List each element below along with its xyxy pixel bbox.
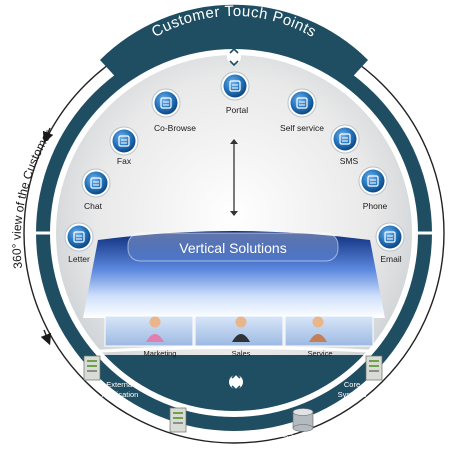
touchpoint-label: Self service	[280, 123, 324, 133]
backend-label: External	[106, 380, 134, 389]
touchpoint-label: Co-Browse	[154, 123, 196, 133]
touchpoint-label: Phone	[363, 201, 388, 211]
touchpoint-label: Letter	[68, 254, 90, 264]
touchpoint-label: SMS	[340, 156, 359, 166]
self-service-icon[interactable]	[287, 88, 317, 118]
marketing-person-icon	[146, 316, 164, 342]
band-title: Vertical Solutions	[179, 240, 286, 256]
touchpoint-label: Fax	[117, 156, 132, 166]
database-icon	[292, 408, 314, 432]
portal-connector	[227, 47, 241, 216]
phone-icon[interactable]	[358, 166, 388, 196]
backend-label: Legacy	[193, 430, 217, 439]
portal-icon[interactable]	[220, 71, 250, 101]
vertical-solutions-pill	[127, 232, 339, 262]
sales-person-icon	[232, 316, 250, 342]
title-cap	[100, 4, 368, 85]
server-icon	[83, 355, 101, 381]
touchpoint-label: Email	[380, 254, 401, 264]
role-label: Marketing	[144, 349, 177, 358]
fax-icon[interactable]	[109, 126, 139, 156]
orbit-arrow-bottom	[40, 329, 52, 346]
email-icon[interactable]	[375, 222, 405, 252]
backend-label: Databases	[258, 430, 294, 439]
chat-icon[interactable]	[81, 168, 111, 198]
orbit-arrow-top	[42, 127, 54, 144]
touchpoint-label: Portal	[226, 105, 248, 115]
role-label: Service	[307, 349, 332, 358]
letter-icon[interactable]	[64, 222, 94, 252]
role-label: Sales	[232, 349, 251, 358]
backend-label-line2: Application	[102, 390, 139, 399]
server-icon	[365, 355, 383, 381]
co-browse-icon[interactable]	[151, 88, 181, 118]
touchpoint-label: Chat	[84, 201, 103, 211]
backend-label: Core	[344, 380, 360, 389]
sms-icon[interactable]	[330, 124, 360, 154]
backend-connector	[229, 372, 243, 392]
server-icon	[169, 407, 187, 433]
backend-label-line2: Systems	[338, 390, 367, 399]
service-person-icon	[309, 316, 327, 342]
